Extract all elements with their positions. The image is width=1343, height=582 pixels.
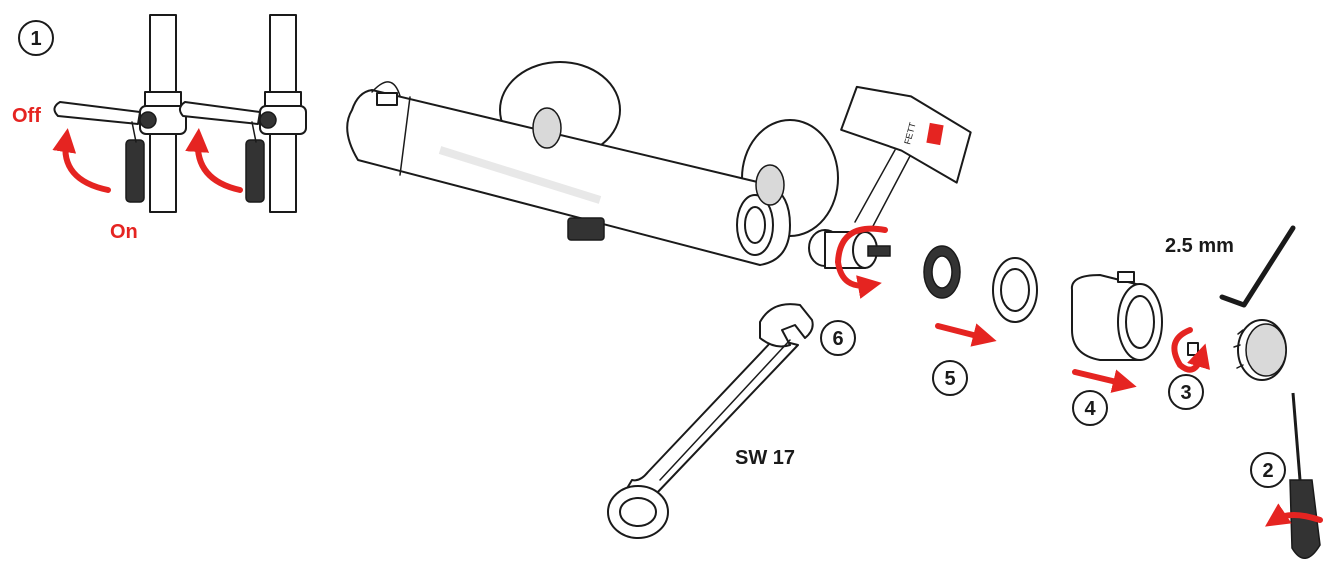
step-2-rotate-arrow <box>1265 503 1323 527</box>
screwdriver: 2 <box>1250 392 1323 559</box>
hex-key-size-label: 2.5 mm <box>1165 235 1234 257</box>
step-4-handle: 4 <box>1070 271 1163 426</box>
step-6-number: 6 <box>832 328 843 350</box>
step-2-number: 2 <box>1262 460 1273 482</box>
step-4-number: 4 <box>1084 398 1096 420</box>
grease-tube: FETT <box>840 85 972 229</box>
valve-right <box>179 14 307 213</box>
mixer-body <box>346 61 839 266</box>
step-2-cap <box>1233 319 1287 381</box>
off-label: Off <box>12 105 41 127</box>
hex-key: 2.5 mm <box>1165 225 1296 308</box>
step-4-arrow <box>1072 369 1137 393</box>
rotate-off-arrow <box>52 128 111 193</box>
step-5-arrow <box>935 323 997 347</box>
step-3-rotate-arrow <box>1171 327 1210 373</box>
rotate-on-arrow <box>185 128 243 193</box>
step-1-marker: 1 <box>18 20 54 56</box>
on-label: On <box>110 221 138 243</box>
step-3-number: 3 <box>1180 382 1191 404</box>
cartridge <box>808 225 891 299</box>
step-1-number: 1 <box>30 28 41 50</box>
step-5-parts: 5 <box>923 245 1038 396</box>
step-1-valves: 1 Off On <box>12 14 307 243</box>
wrench-size-label: SW 17 <box>735 447 795 469</box>
step-6-wrench: 6 SW 17 <box>607 303 856 539</box>
step-5-number: 5 <box>944 368 955 390</box>
step-3-screw: 3 <box>1168 327 1210 410</box>
valve-left <box>53 14 187 213</box>
cartridge-rotate-arrow <box>834 225 888 299</box>
